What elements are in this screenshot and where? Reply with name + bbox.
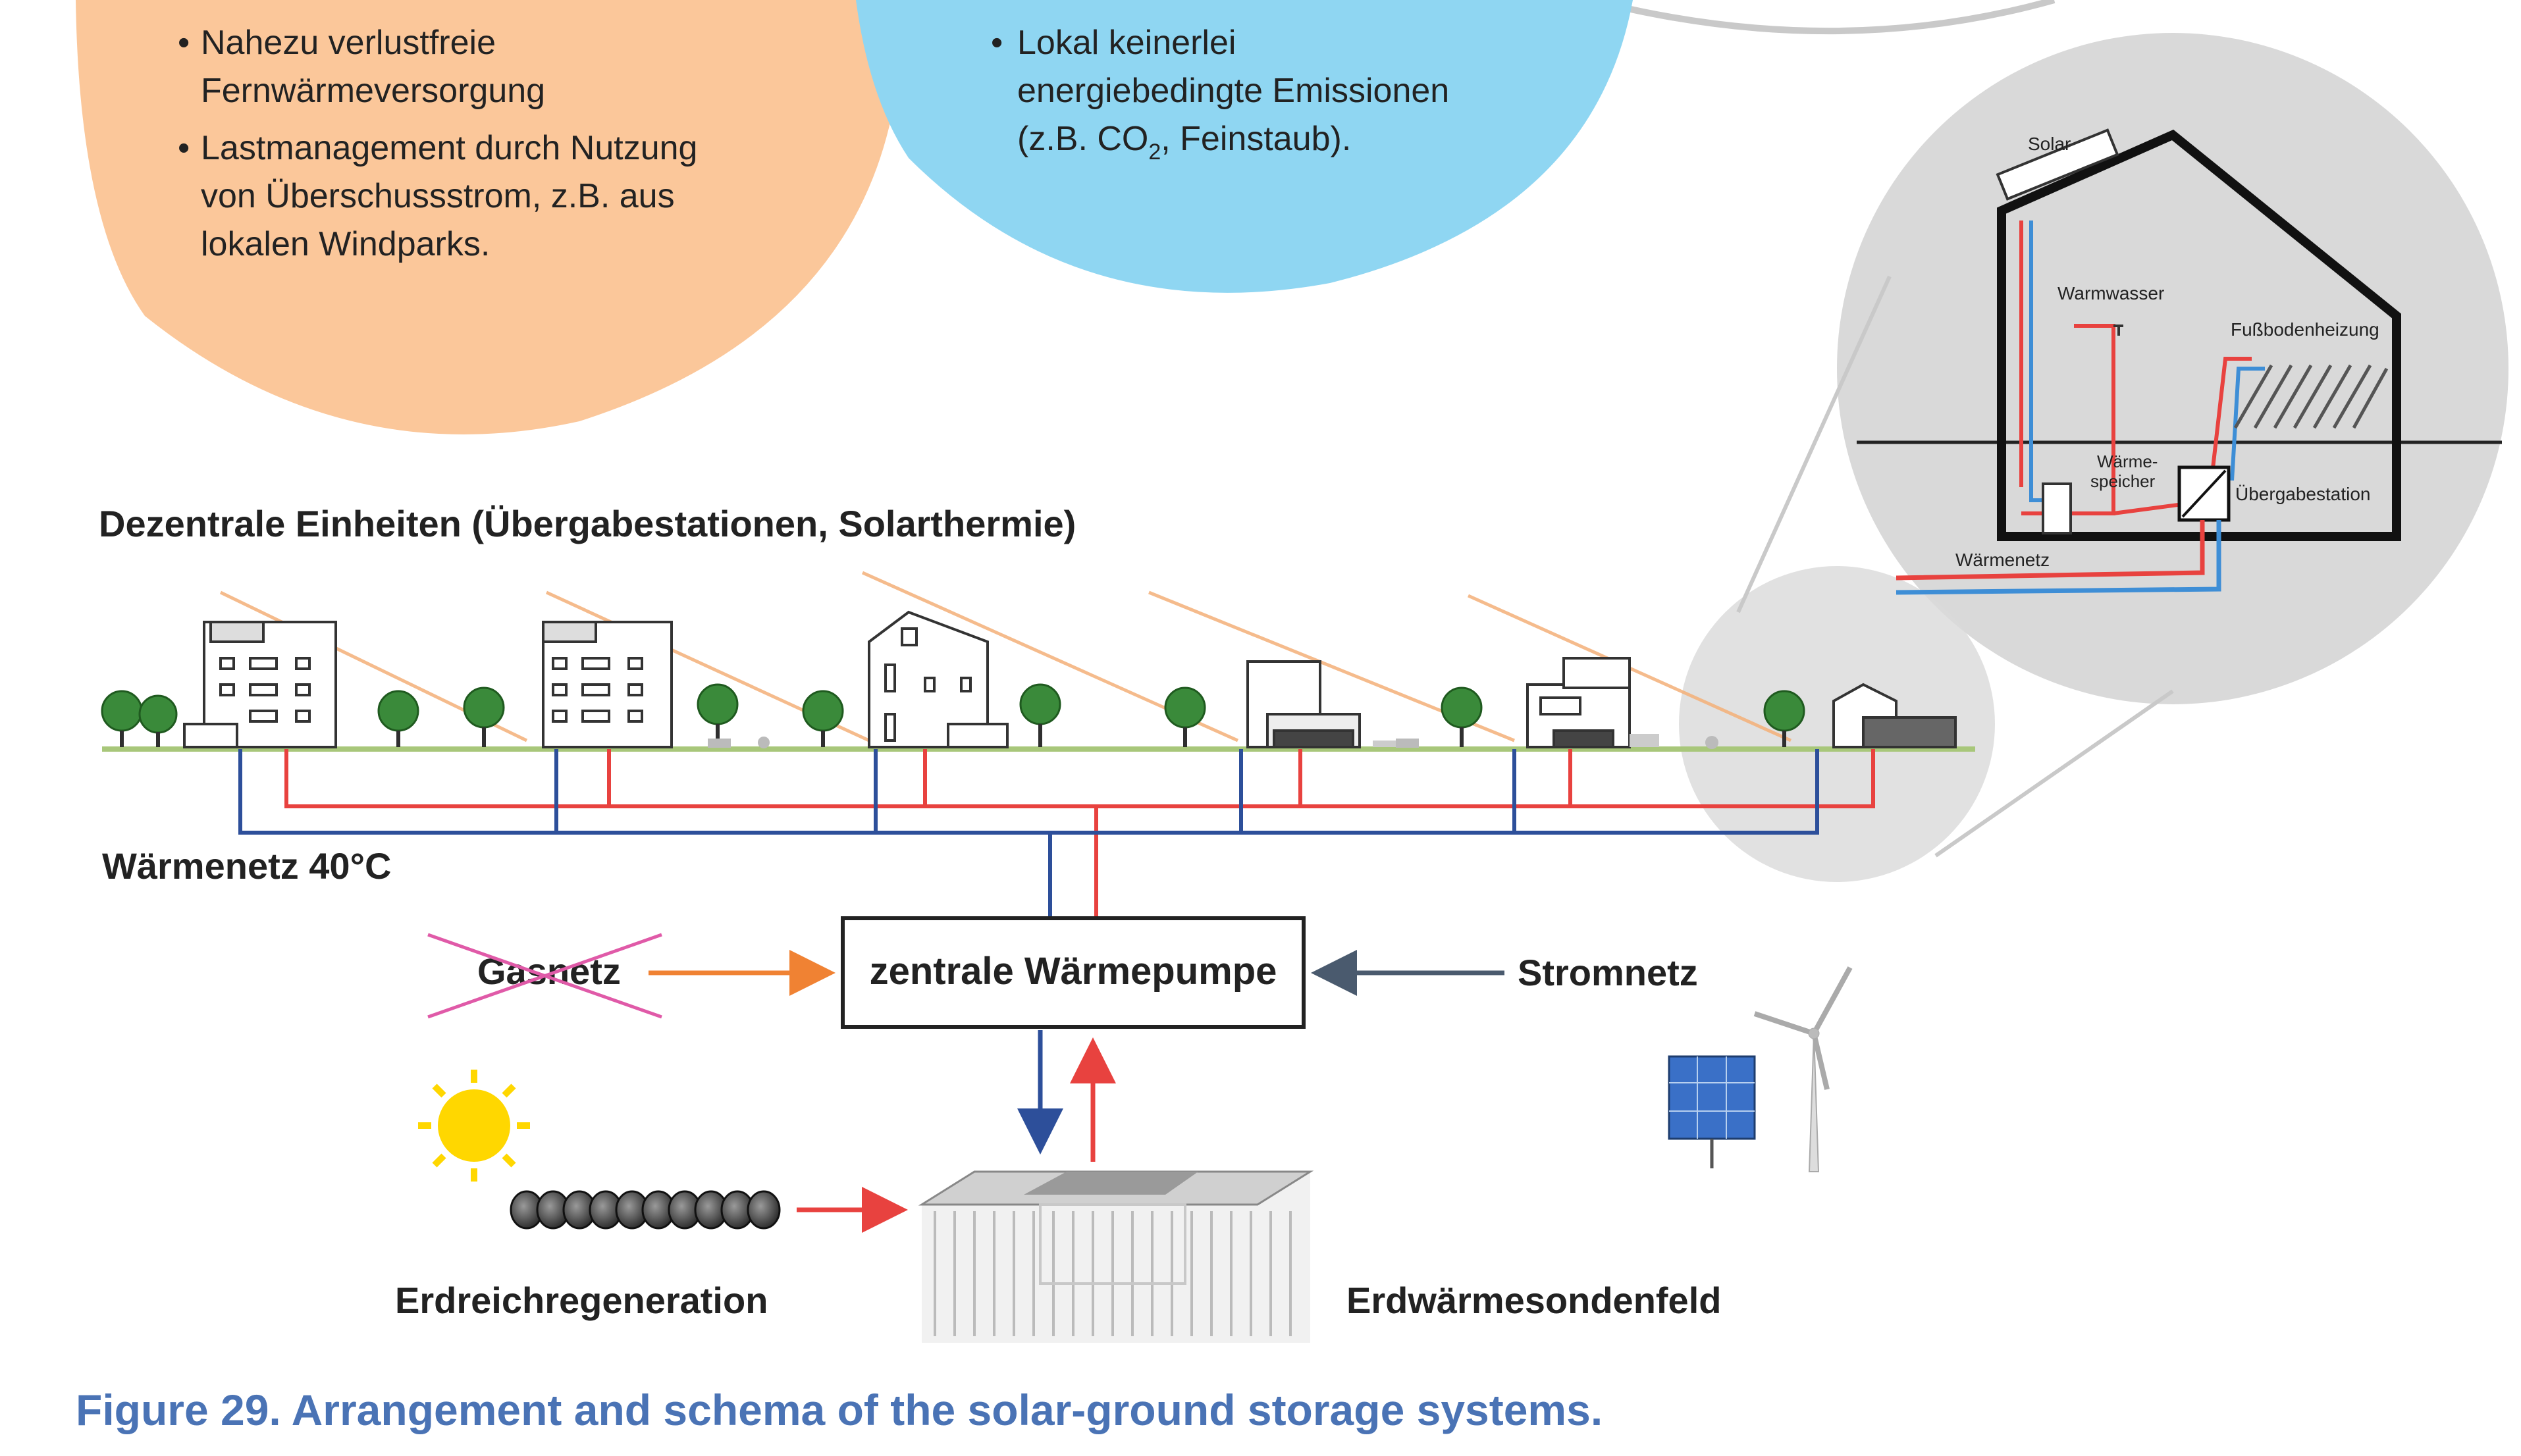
building-3 <box>868 610 1009 748</box>
building-6 <box>1832 683 1957 748</box>
blue-bullet-line-1: Lokal keinerlei <box>1017 24 1236 62</box>
warmwater-tap <box>2113 325 2123 336</box>
orange-bullet-2-line-3: lokalen Windparks. <box>201 225 490 263</box>
blue-bubble <box>856 0 1633 293</box>
network-label: Wärmenetz 40°C <box>102 845 391 887</box>
house-solar-panel <box>1996 128 2119 201</box>
pv-panel-icon <box>1668 1055 1756 1168</box>
house-label-fussboden: Fußbodenheizung <box>2231 319 2379 340</box>
orange-bullet-1-line-1: Nahezu verlustfreie <box>201 24 496 62</box>
borehole-field-label: Erdwärmesondenfeld <box>1346 1280 1721 1321</box>
blue-bullet-line-2: energiebedingte Emissionen <box>1017 72 1449 110</box>
transfer-station-diagonal <box>2181 469 2227 518</box>
central-heat-pump-box <box>841 916 1306 1029</box>
floor-heating-coil <box>2233 364 2389 429</box>
house-detail-inset: Solar Fußbodenheizung Warmwasser Wärme- … <box>1679 33 2508 882</box>
building-2 <box>542 621 673 748</box>
building-street <box>101 571 1975 752</box>
orange-bullet-1-line-2: Fernwärmeversorgung <box>201 72 545 110</box>
house-network-red <box>1896 520 2205 581</box>
house-label-speicher-1: Wärme- <box>2097 452 2158 471</box>
orange-bullet-2-line-1: Lastmanagement durch Nutzung <box>201 129 697 167</box>
heat-network <box>238 749 1875 931</box>
house-label-uebergabe: Übergabestation <box>2235 484 2370 504</box>
street-props <box>708 736 1718 749</box>
gas-cross-out <box>427 933 662 1019</box>
magnifier-connector-top <box>1736 275 1892 613</box>
magnifier-connector-bottom <box>1934 689 2174 858</box>
network-supply-red <box>284 749 1875 931</box>
figure-caption: Figure 29. Arrangement and schema of the… <box>76 1386 1603 1434</box>
trees <box>101 683 1805 734</box>
orange-bullet-2-dot: • <box>178 129 190 167</box>
regeneration-pipes-icon <box>510 1190 781 1230</box>
central-heat-pump-label: zentrale Wärmepumpe <box>870 950 1277 993</box>
building-4 <box>1246 660 1406 748</box>
house-label-solar: Solar <box>2028 134 2071 154</box>
house-network-blue <box>1896 520 2221 595</box>
regeneration-label: Erdreichregeneration <box>395 1280 768 1321</box>
blue-bullet-dot: • <box>991 24 1003 62</box>
house-label-warmwasser: Warmwasser <box>2057 283 2164 303</box>
units-heading: Dezentrale Einheiten (Übergabestationen,… <box>99 503 1076 544</box>
top-bubbles: • Nahezu verlustfreie Fernwärmeversorgun… <box>76 0 2056 434</box>
house-pipe-red <box>2019 221 2252 515</box>
network-return-blue <box>238 749 1819 931</box>
power-network-label: Stromnetz <box>1518 952 1698 993</box>
grey-bubble-arc <box>1612 0 2056 35</box>
orange-bubble <box>76 0 903 434</box>
sun-icon <box>418 1070 530 1182</box>
orange-bullet-1-dot: • <box>178 24 190 62</box>
orange-bullet-2-line-2: von Überschussstrom, z.B. aus <box>201 177 675 215</box>
house-label-waermenetz: Wärmenetz <box>1955 550 2050 570</box>
house-label-speicher-2: speicher <box>2090 471 2156 491</box>
building-1 <box>183 621 337 748</box>
blue-bullet-line-3: (z.B. CO2, Feinstaub). <box>1017 120 1351 165</box>
wind-turbine-icon <box>1753 966 1853 1172</box>
building-5 <box>1526 657 1659 748</box>
house-outline <box>1997 129 2401 541</box>
heat-storage-tank <box>2042 482 2072 534</box>
tree-trunks <box>120 724 1786 747</box>
borehole-field-icon <box>918 1170 1314 1343</box>
